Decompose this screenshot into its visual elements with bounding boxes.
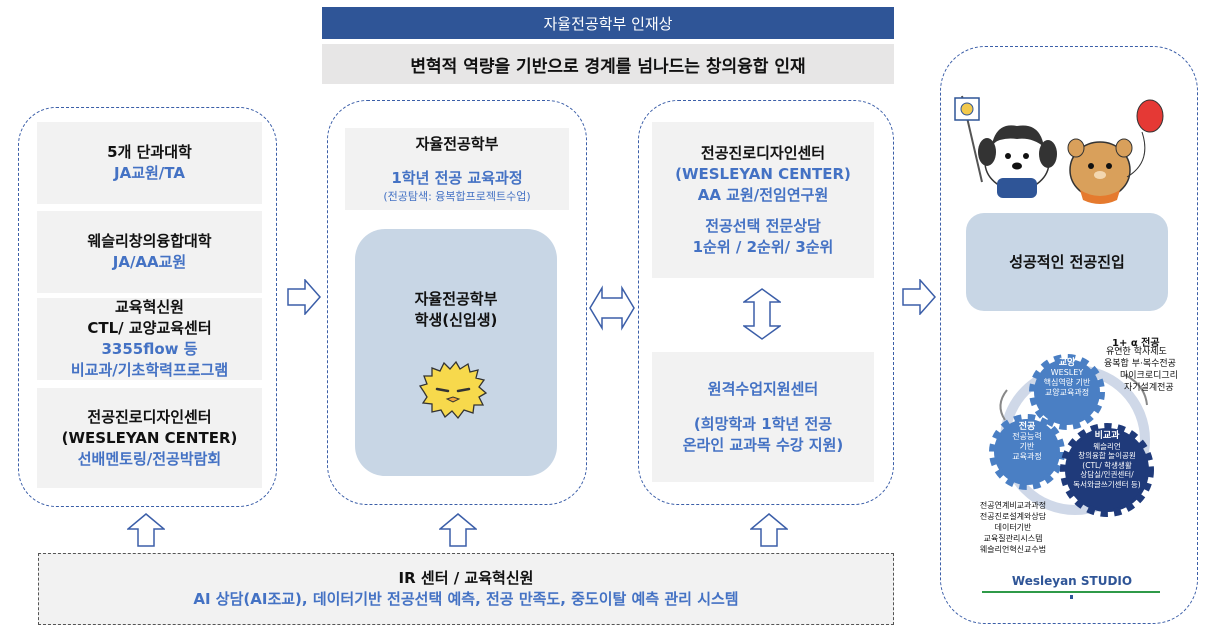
bottom-text: IR 센터 / 교육혁신원 AI 상담(AI조교), 데이터기반 전공선택 예측… [38,558,894,620]
career-sub: 선배멘토링/전공박람회 [77,449,222,468]
gear-right-l5: 독서와글쓰기센터 등) [1073,479,1141,489]
arrow-right-outcome-icon [902,279,936,315]
gear-right-l3: (CTL/ 학생생활 [1082,460,1132,470]
banner-text: 자율전공학부 인재상 [543,14,673,33]
rc-name: (WESLEYAN CENTER) [675,164,851,183]
result-text: 성공적인 전공진입 [1009,252,1125,271]
center-panel [327,100,587,505]
foot-l5: 웨슬리언혁신교수법 [979,545,1047,554]
career-title1: 전공진로디자인센터 [87,407,212,426]
bottom-panel [38,553,894,625]
innovation-sub1: 3355flow 등 [101,340,198,358]
bottom-desc: AI 상담(AI조교), 데이터기반 전공선택 예측, 전공 만족도, 중도이탈… [193,590,739,608]
outcome-panel [940,46,1198,624]
center-top-title: 자율전공학부 [415,135,499,153]
career-center-box: 전공진로디자인센터 (WESLEYAN CENTER) AA 교원/전임연구원 … [652,122,874,278]
gear-right-icon [1060,423,1154,517]
remote-line2: 온라인 교과목 수강 지원) [682,435,844,454]
vision-text: 변혁적 역량을 기반으로 경계를 넘나드는 창의융합 인재 [410,56,806,77]
course-text: 1학년 전공 교육과정 [391,169,523,187]
left-panel [18,107,277,507]
foot-l1: 전공연계비교과과정 [979,501,1047,510]
foot-l4: 교육질관리시스템 [983,534,1043,543]
gear-left-l2: 기반 [1019,442,1035,451]
mascots-icon [954,95,1164,204]
left-box-innovation: 교육혁신원 CTL/ 교양교육센터 3355flow 등 비교과/기초학력프로그… [37,298,262,380]
studio-underline [982,591,1160,593]
career-title2: (WESLEYAN CENTER) [61,428,238,447]
result-box: 성공적인 전공진입 [966,213,1168,311]
arrow-up-right-icon [750,513,788,547]
colleges-sub: JA교원/TA [114,164,185,182]
gear-top-title: 교양 [1058,358,1076,368]
gear-left-icon [989,414,1065,490]
gear-top-l3: 교양교육과정 [1044,388,1090,397]
student-box [355,229,557,476]
gear-right-l4: 상담실/인권센터/ [1080,470,1134,479]
center-top-box: 자율전공학부 1학년 전공 교육과정 (전공탐색: 융복합프로젝트수업) [345,128,569,210]
wesley-college-sub: JA/AA교원 [112,253,187,271]
student-line2: 학생(신입생) [414,311,498,329]
colleges-title: 5개 단과대학 [107,143,192,161]
innovation-title2: CTL/ 교양교육센터 [87,319,212,337]
foot-l2: 전공진로설계와상담 [979,512,1047,521]
gear-right-title: 비교과 [1094,431,1120,441]
right-panel [638,100,894,505]
badge-line1: 유연한 학사제도 [1106,347,1167,357]
studio-dot [1070,595,1073,599]
left-box-career-center: 전공진로디자인센터 (WESLEYAN CENTER) 선배멘토링/전공박람회 [37,388,262,488]
studio-logo: Wesleyan STUDIO [1011,574,1133,588]
innovation-title1: 교육혁신원 [114,298,184,316]
gear-left-l1: 전공능력 [1012,432,1042,441]
bottom-title: IR 센터 / 교육혁신원 [398,569,534,587]
gear-right-l2: 창의융합 놀이공원 [1078,451,1136,460]
gear-top-l2: 핵심역량 기반 [1043,378,1091,387]
gear-left-l3: 교육과정 [1012,452,1042,461]
gear-top-l1: WESLEY [1050,368,1084,377]
gear-left-text: 전공 전공능력 기반 교육과정 [997,422,1057,462]
arrow-up-left-icon [127,513,165,547]
rc-rank: 1순위 / 2순위/ 3순위 [692,237,834,256]
gear-right-l1: 웨슬리언 [1093,441,1121,451]
badge-line4: 자기설계전공 [1124,383,1174,393]
badge-line2: 융복합 부·복수전공 [1104,359,1176,369]
badge-text: 1+ α 전공 [1112,338,1160,349]
left-box-wesley-college: 웨슬리창의융합대학 JA/AA교원 [37,211,262,293]
student-line1: 자율전공학부 [414,290,498,308]
gear-right-text: 비교과 웨슬리언 창의융합 놀이공원 (CTL/ 학생생활 상담실/인권센터/ … [1067,431,1147,489]
badge-line3: 마이크로디그리 [1120,371,1178,381]
double-arrow-icon [589,285,635,331]
left-box-colleges: 5개 단과대학 JA교원/TA [37,122,262,204]
vision-box: 변혁적 역량을 기반으로 경계를 넘나드는 창의융합 인재 [322,44,894,84]
rc-staff: AA 교원/전임연구원 [697,185,829,204]
gear-top-icon [1029,354,1105,430]
gear-left-title: 전공 [1018,422,1036,432]
course-note: (전공탐색: 융복합프로젝트수업) [383,190,531,203]
innovation-sub2: 비교과/기초학력프로그램 [70,361,229,379]
chick-mascot-icon [418,360,488,420]
student-label: 자율전공학부 학생(신입생) [355,285,557,335]
rc-title: 전공진로디자인센터 [700,143,826,162]
remote-title: 원격수업지원센터 [707,379,819,398]
rc-counsel: 전공선택 전문상담 [705,216,821,235]
foot-l3: 데이터기반 [994,523,1032,532]
remote-center-box: 원격수업지원센터 (희망학과 1학년 전공 온라인 교과목 수강 지원) [652,352,874,482]
arrow-vertical-double-icon [743,288,781,340]
header-banner: 자율전공학부 인재상 [322,7,894,39]
remote-line1: (희망학과 1학년 전공 [693,414,833,433]
arrow-up-center-icon [439,513,477,547]
arrow-right-icon [287,279,321,315]
wesley-college-title: 웨슬리창의융합대학 [87,232,212,250]
gear-top-text: 교양 WESLEY 핵심역량 기반 교양교육과정 [1037,358,1097,398]
gear-diagram [989,354,1154,517]
foot-notes: 전공연계비교과과정 전공진로설계와상담 데이터기반 교육질관리시스템 웨슬리언혁… [968,500,1058,555]
